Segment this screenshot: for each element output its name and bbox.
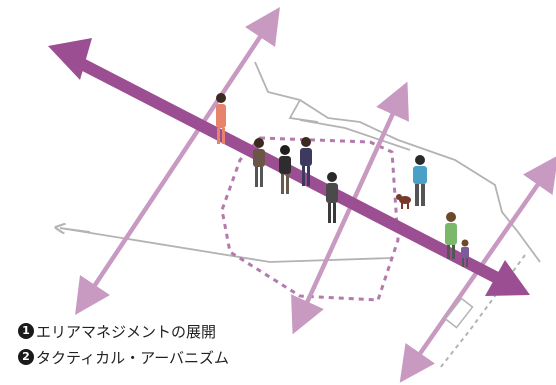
main-arrow [48, 38, 530, 296]
figure-person-navy [300, 137, 312, 186]
grey-path-mid [299, 119, 411, 151]
light-arrows [75, 7, 556, 383]
legend-item-1: 1 エリアマネジメントの展開 [18, 318, 229, 344]
light-arrow-1 [75, 7, 280, 315]
figure-dog [396, 194, 411, 209]
number-badge-1: 1 [18, 323, 34, 339]
main-arrow-head-right [485, 260, 530, 296]
figure-child-purple [461, 239, 469, 267]
number-badge-2: 2 [18, 349, 34, 365]
main-arrow-head-left [48, 38, 92, 80]
grey-arrow-left [60, 228, 91, 232]
figure-man-blue [413, 155, 427, 206]
figure-woman-green [445, 212, 457, 259]
figure-man-suit [326, 172, 338, 223]
people [216, 93, 469, 267]
kiosk-box [444, 297, 474, 329]
figure-person-brown [253, 138, 265, 187]
figure-woman-orange [216, 93, 226, 144]
legend-label-1: エリアマネジメントの展開 [36, 322, 217, 341]
legend-label-2: タクティカル・アーバニズム [36, 348, 230, 367]
legend-item-2: 2 タクティカル・アーバニズム [18, 344, 229, 370]
figure-person-black [279, 145, 291, 194]
legend: 1 エリアマネジメントの展開 2 タクティカル・アーバニズム [18, 318, 229, 370]
grey-path-left [59, 227, 393, 263]
